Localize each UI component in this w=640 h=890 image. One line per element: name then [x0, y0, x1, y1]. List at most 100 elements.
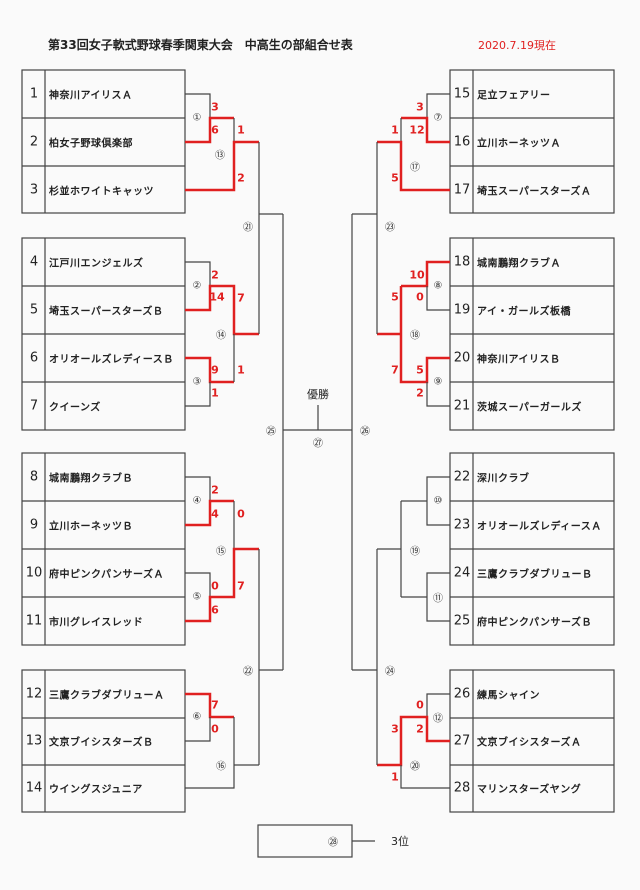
- team-number: 25: [453, 613, 471, 629]
- team-name: 練馬シャイン: [477, 690, 540, 702]
- champion-label: 優勝: [307, 388, 329, 401]
- team-number: 24: [453, 565, 471, 581]
- team-number: 22: [453, 469, 471, 485]
- score: 7: [237, 579, 245, 593]
- team-name: アイ・ガールズ板橋: [477, 306, 571, 318]
- score: 7: [391, 363, 399, 377]
- match-number-21: ㉑: [243, 222, 253, 234]
- match-number-5: ⑤: [192, 591, 202, 603]
- team-name: 埼玉スーパースターズＡ: [477, 186, 592, 198]
- score: 5: [416, 363, 424, 377]
- team-name: 市川グレイスレッド: [49, 617, 144, 629]
- team-number: 7: [29, 398, 39, 414]
- bracket-line: [185, 382, 211, 407]
- page-title: 第33回女子軟式野球春季関東大会 中高生の部組合せ表: [48, 38, 353, 52]
- score: 3: [211, 100, 219, 114]
- team-number: 27: [453, 733, 471, 749]
- match-number-1: ①: [192, 112, 202, 124]
- team-name: 埼玉スーパースターズＢ: [49, 306, 164, 318]
- team-number: 20: [453, 350, 471, 366]
- team-number: 23: [453, 517, 471, 533]
- team-name: 城南鵬翔クラブＡ: [477, 258, 561, 270]
- team-name: オリオールズレディースＢ: [49, 354, 174, 366]
- score: 2: [211, 483, 219, 497]
- match-number-20: ⑳: [410, 761, 420, 773]
- team-name: 文京ブイシスターズＢ: [49, 737, 154, 749]
- match-number-9: ⑨: [433, 376, 443, 388]
- score: 9: [211, 363, 219, 377]
- team-number: 28: [453, 780, 471, 796]
- score: 1: [391, 123, 399, 137]
- team-name: 城南鵬翔クラブＢ: [49, 473, 133, 485]
- match-number-6: ⑥: [192, 711, 202, 723]
- bracket-line: [426, 693, 450, 717]
- bracket-line: [185, 717, 211, 742]
- score: 1: [237, 363, 245, 377]
- match-number-14: ⑭: [216, 330, 226, 342]
- match-number-7: ⑦: [433, 112, 443, 124]
- team-name: 足立フェアリー: [477, 90, 551, 102]
- team-name: マリンスターズヤング: [477, 784, 582, 796]
- team-number: 11: [25, 613, 43, 629]
- score: 3: [416, 100, 424, 114]
- team-number: 5: [29, 302, 39, 318]
- team-name: 神奈川アイリスＡ: [49, 90, 133, 102]
- team-name: 江戸川エンジェルズ: [49, 258, 144, 270]
- match-number-16: ⑯: [216, 761, 226, 773]
- bracket-line: [185, 547, 259, 623]
- score: 5: [391, 290, 399, 304]
- team-number: 13: [25, 733, 43, 749]
- score: 6: [211, 603, 219, 617]
- bracket-line: [185, 476, 211, 501]
- team-name: 三鷹クラブダブリューＢ: [477, 569, 593, 581]
- bracket-line: [185, 140, 259, 192]
- match-number-24: ㉔: [385, 666, 395, 678]
- bracket-line: [377, 140, 450, 192]
- team-name: オリオールズレディースＡ: [477, 521, 602, 533]
- bracket-line: [399, 286, 450, 384]
- team-name: 府中ピンクパンサーズＡ: [49, 569, 164, 581]
- score: 14: [209, 290, 225, 304]
- score: 6: [211, 123, 219, 137]
- score: 0: [416, 698, 424, 712]
- score: 0: [211, 722, 219, 736]
- bracket-line: [185, 692, 234, 719]
- score: 0: [416, 290, 424, 304]
- bracket-line: [426, 382, 450, 407]
- as-of-date: 2020.7.19現在: [478, 39, 556, 52]
- match-number-26: ㉖: [360, 426, 370, 438]
- match-number-2: ②: [192, 280, 202, 292]
- match-number-13: ⑬: [215, 150, 225, 162]
- bracket-line: [185, 572, 211, 597]
- bracket-line: [377, 715, 450, 767]
- score: 1: [211, 386, 219, 400]
- match-number-11: ⑪: [433, 593, 443, 605]
- team-number: 16: [453, 134, 471, 150]
- team-name: 深川クラブ: [477, 473, 530, 485]
- bracket-line: [426, 286, 450, 311]
- team-name: ウイングスジュニア: [49, 784, 143, 796]
- team-number: 3: [29, 182, 39, 198]
- match-number-27: ㉗: [313, 438, 323, 450]
- score: 7: [237, 291, 245, 305]
- bracket-line: [185, 261, 211, 286]
- team-number: 14: [25, 780, 43, 796]
- team-name: 杉並ホワイトキャッツ: [49, 186, 154, 198]
- score: 4: [211, 507, 219, 521]
- bracket-line: [185, 499, 234, 527]
- match-number-22: ㉒: [243, 666, 253, 678]
- team-name: 三鷹クラブダブリューＡ: [49, 690, 165, 702]
- team-number: 17: [453, 182, 471, 198]
- team-number: 21: [453, 398, 471, 414]
- team-number: 26: [453, 686, 471, 702]
- match-number-17: ⑰: [410, 162, 420, 174]
- team-name: 神奈川アイリスＢ: [477, 354, 561, 366]
- score: 1: [237, 123, 245, 137]
- team-name: 柏女子野球倶楽部: [49, 138, 133, 150]
- team-number: 8: [29, 469, 39, 485]
- team-number: 1: [29, 86, 39, 102]
- bracket-line: [185, 93, 211, 118]
- team-name: クイーンズ: [49, 402, 101, 414]
- match-number-15: ⑮: [216, 546, 226, 558]
- match-number-10: ⑩: [433, 495, 443, 507]
